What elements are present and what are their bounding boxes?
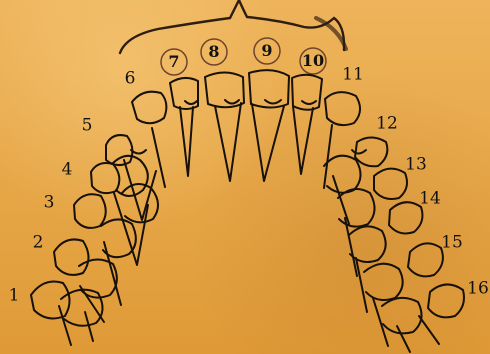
label-5: 5 (82, 118, 93, 135)
label-9: 9 (261, 43, 272, 59)
label-2: 2 (33, 235, 44, 252)
tooth-16 (428, 284, 464, 317)
tooth-2 (54, 239, 89, 274)
label-8: 8 (208, 44, 219, 60)
label-15: 15 (441, 235, 463, 252)
tooth-11 (325, 92, 360, 125)
label-6: 6 (125, 71, 136, 88)
label-11: 11 (342, 67, 364, 84)
tooth-3 (74, 194, 106, 228)
label-7: 7 (168, 54, 179, 70)
label-3: 3 (44, 195, 55, 212)
tooth-15 (408, 243, 443, 276)
top-brace (120, 0, 344, 53)
tooth-1 (31, 282, 70, 319)
tooth-14 (389, 202, 422, 233)
label-1: 1 (9, 288, 20, 305)
label-14: 14 (419, 191, 441, 208)
tooth-12 (355, 138, 387, 167)
tooth-4 (91, 163, 119, 193)
tooth-5 (106, 135, 132, 165)
brace-tick (316, 18, 346, 49)
tooth-6 (132, 92, 166, 124)
label-13: 13 (405, 157, 427, 174)
label-16: 16 (467, 281, 489, 298)
label-12: 12 (376, 116, 398, 133)
label-10: 10 (302, 53, 324, 69)
label-4: 4 (62, 162, 73, 179)
tooth-13 (374, 169, 407, 199)
